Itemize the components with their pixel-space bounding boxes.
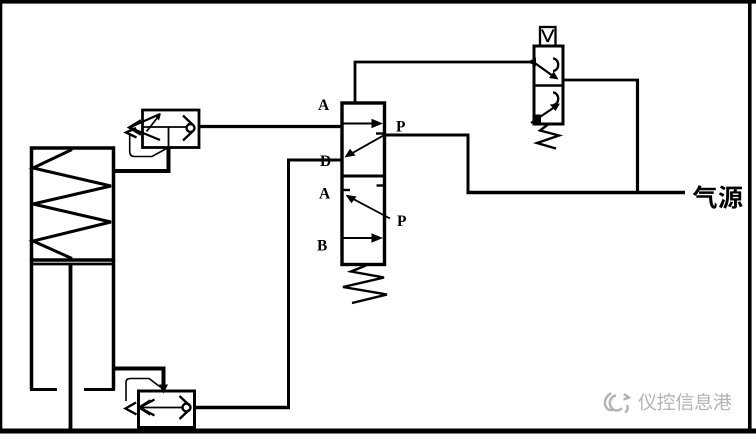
svg-text:P: P: [397, 213, 407, 230]
svg-text:A: A: [318, 97, 330, 114]
svg-text:A: A: [319, 186, 331, 203]
svg-text:D: D: [320, 153, 331, 170]
svg-text:P: P: [396, 119, 406, 136]
svg-text:B: B: [317, 238, 327, 255]
